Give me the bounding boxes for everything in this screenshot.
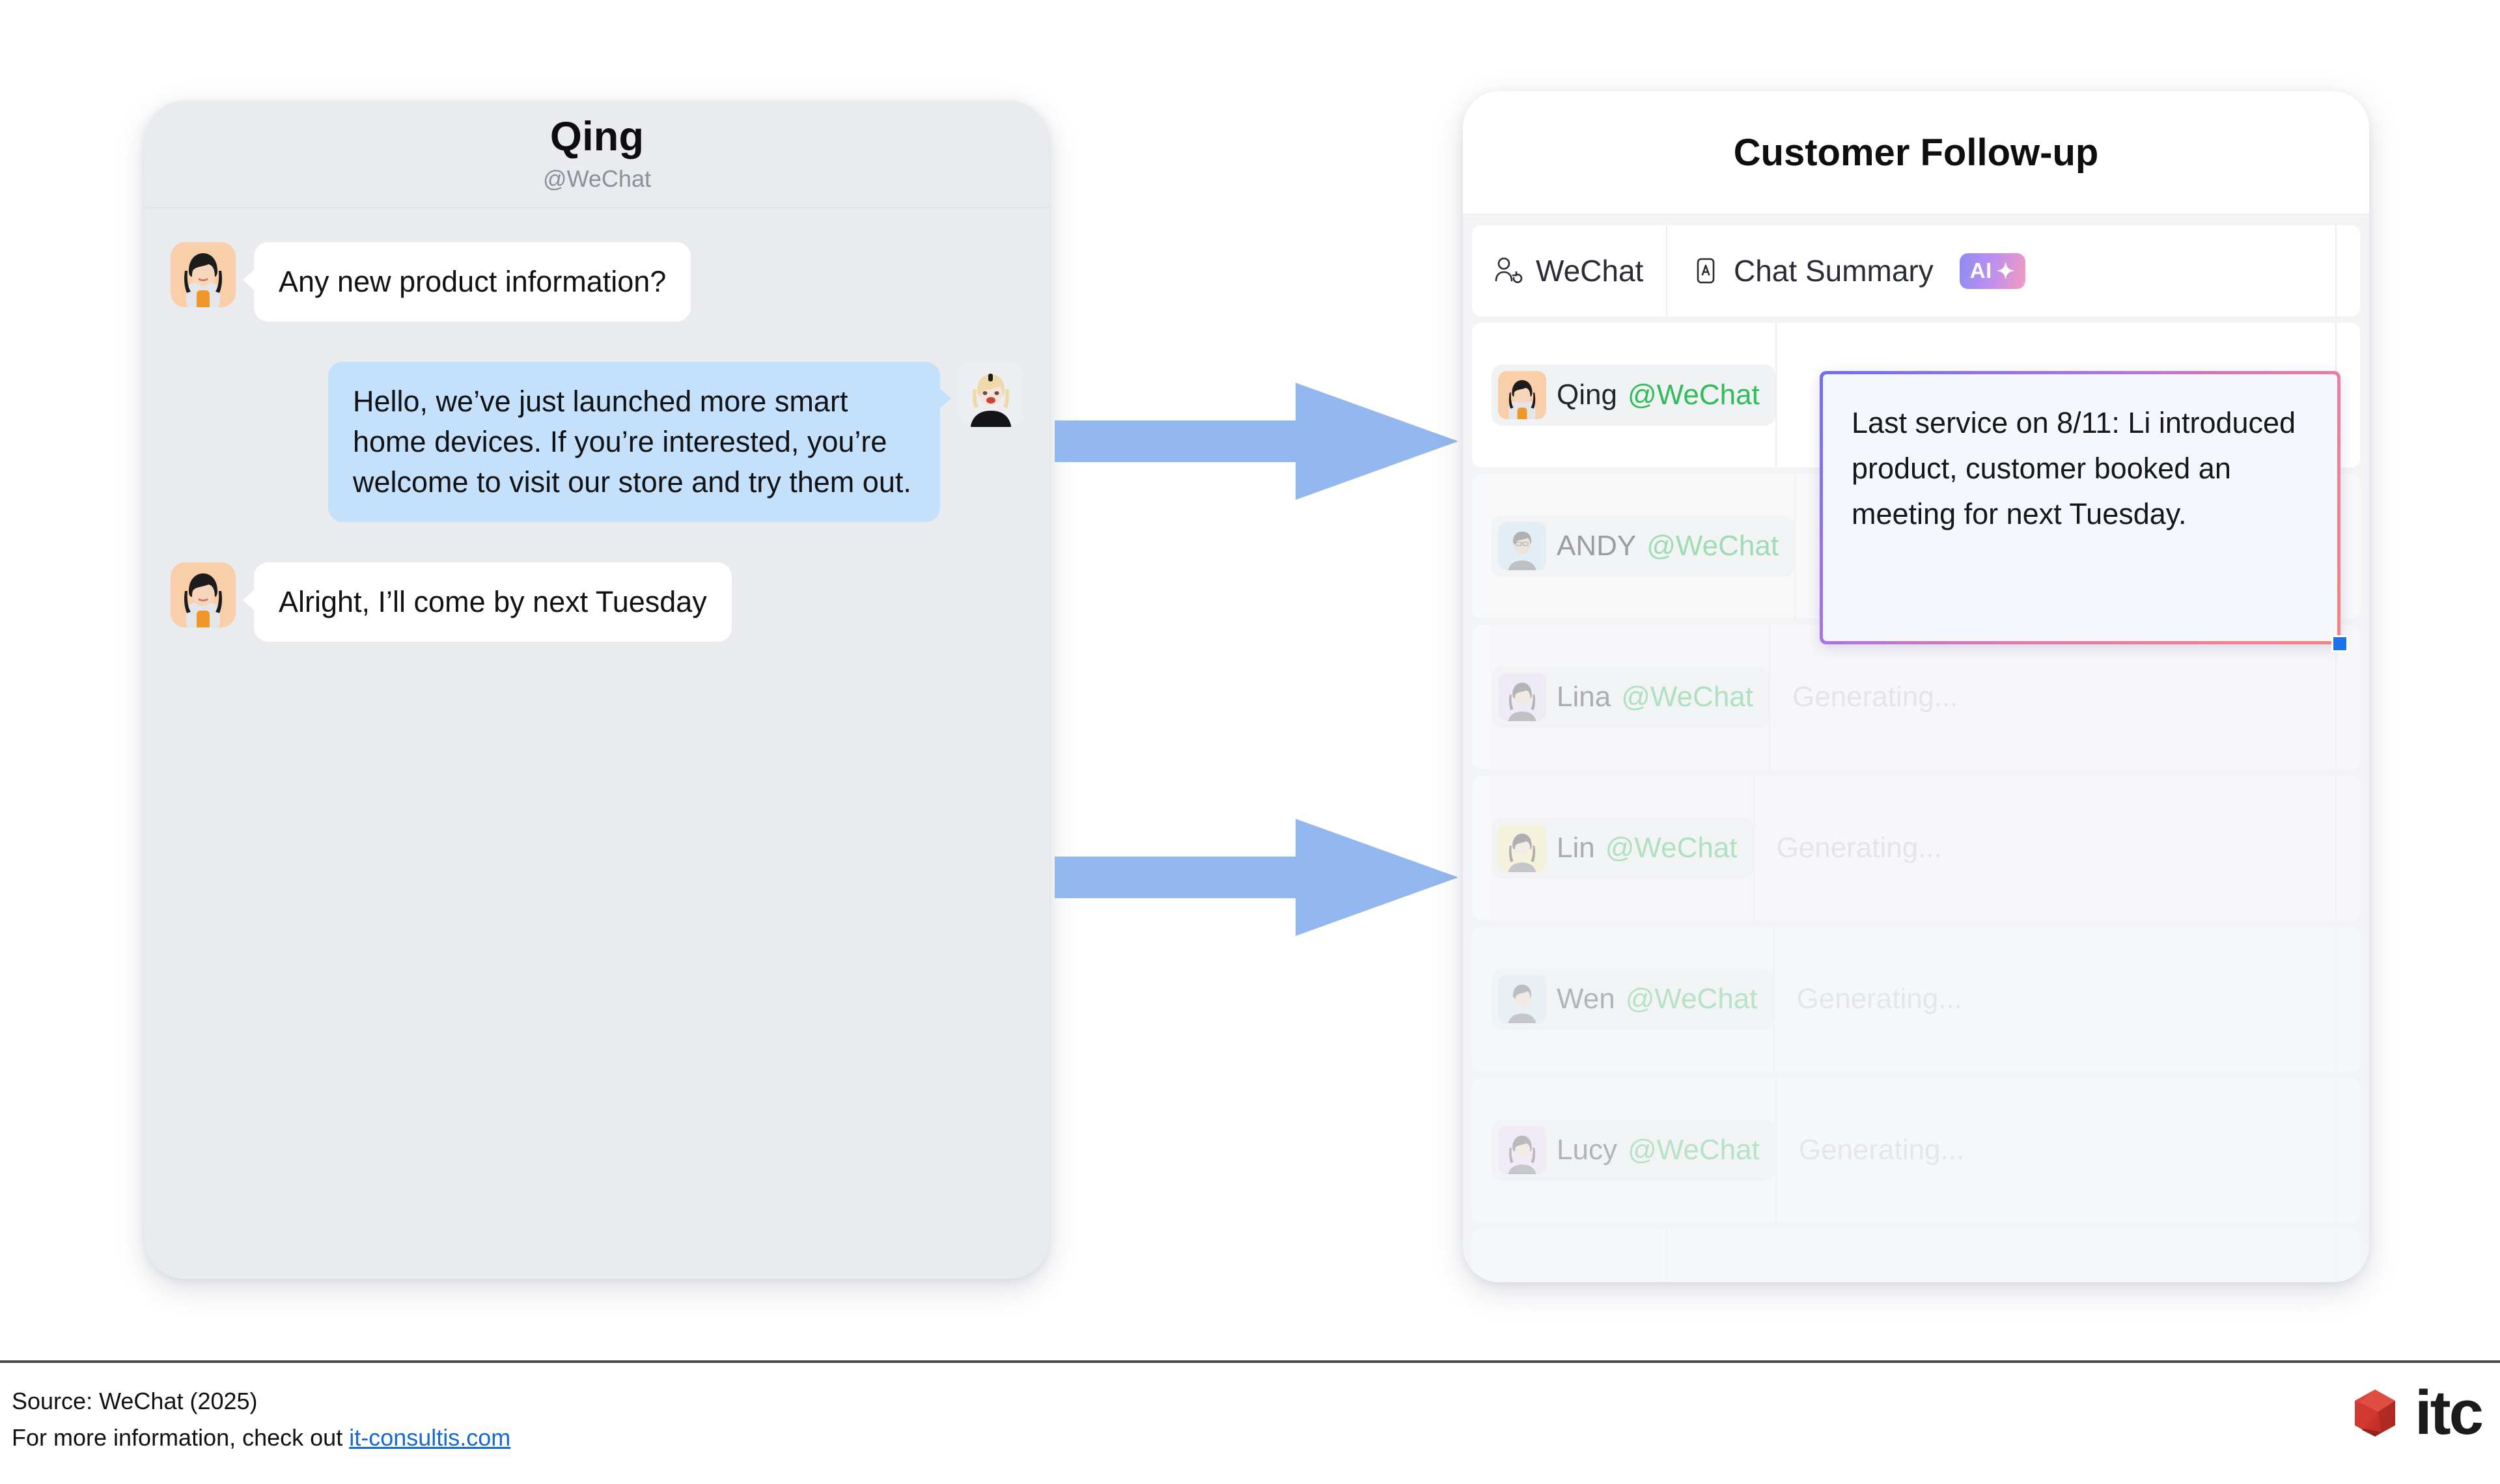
chat-contact-name: Qing <box>549 114 645 160</box>
footer-text: Source: WeChat (2025) For more informati… <box>12 1383 510 1456</box>
page-title: Customer Follow-up <box>1733 131 2099 174</box>
contact-chip[interactable]: ANDY @WeChat <box>1492 515 1795 577</box>
contact-name: ANDY <box>1557 530 1637 562</box>
cell-summary[interactable]: Generating... <box>1770 625 2337 769</box>
contact-chip[interactable]: Qing @WeChat <box>1492 364 1775 426</box>
avatar-lin <box>1498 824 1546 872</box>
cell-contact[interactable]: Qing @WeChat <box>1472 323 1777 467</box>
chat-contact-handle: @WeChat <box>543 165 651 192</box>
column-header-wechat-label: WeChat <box>1536 254 1644 288</box>
ai-summary-card[interactable]: Last service on 8/11: Li introduced prod… <box>1820 371 2348 652</box>
cell-summary[interactable]: Generating... <box>1777 1078 2337 1222</box>
summary-text: Generating... <box>1792 681 1958 713</box>
chat-message: Any new product information? <box>145 242 1049 322</box>
itc-logo-mark <box>2347 1385 2403 1441</box>
avatar-lucy <box>1498 1126 1546 1174</box>
table-row[interactable]: Lina @WeChat Generating... <box>1472 625 2360 769</box>
crm-header: Customer Follow-up <box>1463 91 2369 215</box>
table-row[interactable] <box>1472 1229 2360 1282</box>
wechat-chat-panel: Qing @WeChat <box>145 101 1049 1279</box>
column-header-wechat[interactable]: WeChat <box>1472 225 1667 316</box>
ai-badge-label: AI <box>1969 258 1992 282</box>
source-line: Source: WeChat (2025) <box>12 1388 258 1414</box>
contact-handle: @WeChat <box>1646 530 1779 562</box>
it-consultis-link[interactable]: it-consultis.com <box>349 1423 511 1451</box>
flow-arrow-bottom <box>1055 819 1458 936</box>
itc-logo: itc <box>2347 1378 2484 1448</box>
contact-handle: @WeChat <box>1621 681 1753 713</box>
cell-contact[interactable]: Lucy @WeChat <box>1472 1078 1777 1222</box>
cell-summary[interactable]: Generating... <box>1775 927 2337 1071</box>
cell-extra <box>2337 927 2360 1071</box>
cell-extra <box>2337 776 2360 920</box>
text-box-icon <box>1689 254 1722 287</box>
table-header-row: WeChat Chat Summary AI <box>1472 225 2360 316</box>
avatar-qing <box>171 562 236 628</box>
chat-bubble-text: Any new product information? <box>279 265 667 298</box>
table-row[interactable]: Wen @WeChat Generating... <box>1472 927 2360 1071</box>
sparkle-icon: ✦ <box>1996 258 2015 283</box>
crm-panel: Customer Follow-up <box>1463 91 2369 1282</box>
cell-contact[interactable] <box>1472 1229 1667 1282</box>
avatar-wen <box>1498 975 1546 1023</box>
itc-logo-wordmark: itc <box>2414 1378 2484 1448</box>
chat-bubble-incoming: Any new product information? <box>242 242 691 322</box>
contact-name: Wen <box>1557 983 1615 1015</box>
more-info-line: For more information, check out it-consu… <box>12 1420 510 1456</box>
contact-name: Lin <box>1557 832 1595 864</box>
column-header-chat-summary-label: Chat Summary <box>1734 254 1934 288</box>
crm-table: WeChat Chat Summary AI <box>1463 215 2369 1282</box>
contact-chip[interactable]: Lina @WeChat <box>1492 666 1769 728</box>
avatar-lina <box>1498 673 1546 721</box>
cell-extra <box>2337 1229 2360 1282</box>
chat-bubble-text: Hello, we’ve just launched more smart ho… <box>353 385 911 499</box>
contact-handle: @WeChat <box>1627 1134 1760 1166</box>
contact-name: Lucy <box>1557 1134 1617 1166</box>
more-info-prefix: For more information, check out <box>12 1423 350 1451</box>
column-header-chat-summary[interactable]: Chat Summary AI ✦ <box>1667 225 2337 316</box>
contact-chip[interactable]: Lucy @WeChat <box>1492 1120 1775 1181</box>
avatar-andy <box>1498 522 1546 570</box>
summary-text: Generating... <box>1776 832 1942 864</box>
avatar-qing <box>171 242 236 307</box>
cell-summary[interactable] <box>1667 1229 2337 1282</box>
person-sync-icon <box>1492 254 1524 287</box>
chat-bubble-text: Alright, I’ll come by next Tuesday <box>279 585 707 619</box>
flow-arrow-top <box>1055 383 1458 500</box>
chat-message: Hello, we’ve just launched more smart ho… <box>145 362 1049 523</box>
summary-text: Generating... <box>1796 983 1962 1015</box>
table-row[interactable]: Lin @WeChat Generating... <box>1472 776 2360 920</box>
contact-handle: @WeChat <box>1625 983 1758 1015</box>
chat-header: Qing @WeChat <box>145 101 1049 208</box>
cell-contact[interactable]: ANDY @WeChat <box>1472 474 1796 618</box>
contact-chip[interactable]: Wen @WeChat <box>1492 969 1773 1030</box>
table-row[interactable]: Lucy @WeChat Generating... <box>1472 1078 2360 1222</box>
footer-divider <box>0 1360 2500 1363</box>
summary-text: Generating... <box>1798 1134 1965 1166</box>
column-header-extra <box>2337 225 2360 316</box>
chat-message: Alright, I’ll come by next Tuesday <box>145 562 1049 642</box>
cell-summary[interactable]: Generating... <box>1755 776 2337 920</box>
chat-message-list: Any new product information? Hello, we’v… <box>145 208 1049 642</box>
ai-summary-text: Last service on 8/11: Li introduced prod… <box>1823 374 2337 641</box>
chat-bubble-outgoing: Hello, we’ve just launched more smart ho… <box>328 362 951 523</box>
resize-handle[interactable] <box>2331 635 2348 652</box>
contact-name: Qing <box>1557 379 1617 411</box>
cell-contact[interactable]: Lina @WeChat <box>1472 625 1770 769</box>
cell-contact[interactable]: Lin @WeChat <box>1472 776 1755 920</box>
contact-chip[interactable]: Lin @WeChat <box>1492 818 1753 879</box>
cell-extra <box>2337 1078 2360 1222</box>
contact-handle: @WeChat <box>1605 832 1738 864</box>
chat-bubble-incoming: Alright, I’ll come by next Tuesday <box>243 562 732 642</box>
contact-handle: @WeChat <box>1627 379 1760 411</box>
avatar-qing <box>1498 371 1546 419</box>
ai-badge[interactable]: AI ✦ <box>1959 253 2025 289</box>
contact-name: Lina <box>1557 681 1611 713</box>
avatar-agent <box>958 362 1023 428</box>
cell-contact[interactable]: Wen @WeChat <box>1472 927 1775 1071</box>
